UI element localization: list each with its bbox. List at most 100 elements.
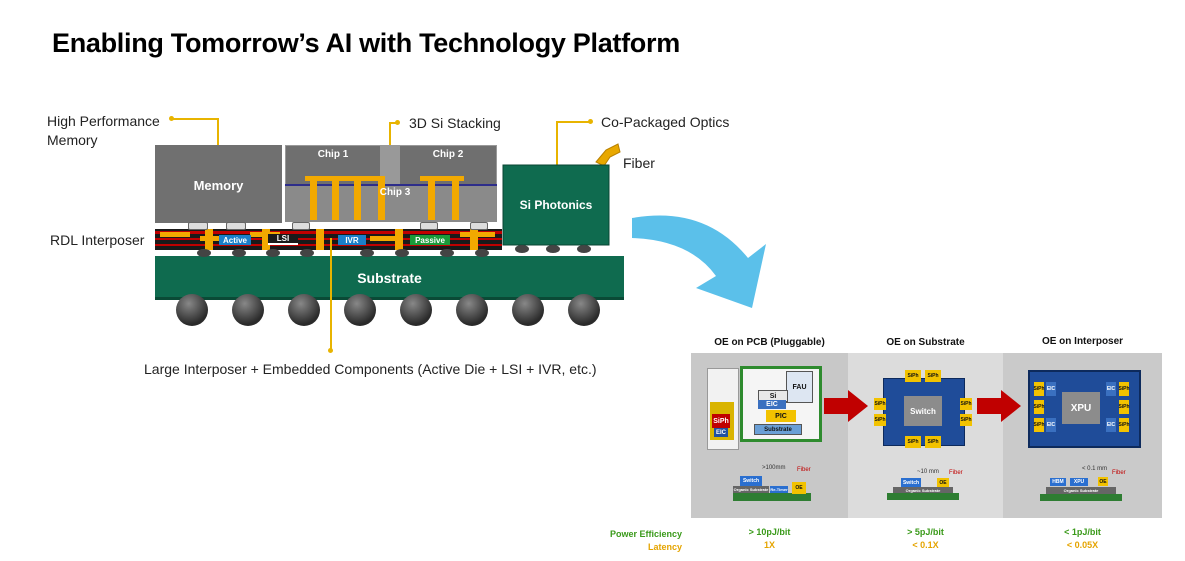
solder-ball <box>568 294 600 326</box>
solder-ball <box>512 294 544 326</box>
callout-dot-interposer <box>328 348 333 353</box>
mini-switch: Switch <box>740 476 762 486</box>
siph-module: SiPh <box>905 436 921 448</box>
micro-bump <box>292 222 310 230</box>
mini-organic-substrate: Organic Substrate <box>893 487 953 493</box>
mini-oe: OE <box>792 482 806 494</box>
chip2-pad <box>420 176 464 181</box>
mini-fiber: Fiber <box>1112 470 1126 476</box>
xpu-die: XPU <box>1062 392 1100 424</box>
c4-bump <box>232 249 246 257</box>
c4-bump <box>475 249 489 257</box>
mini-fiber: Fiber <box>949 470 963 476</box>
c4-bump <box>546 245 560 253</box>
solder-ball <box>288 294 320 326</box>
rdl-trace <box>160 232 190 237</box>
micro-bump <box>470 222 488 230</box>
c4-bump <box>300 249 314 257</box>
chip3-label: Chip 3 <box>379 186 411 198</box>
label-high-performance-memory: High Performance Memory <box>47 113 160 148</box>
eic-block: EIC <box>758 400 786 409</box>
rdl-trace <box>370 236 398 241</box>
mini-distance: ~10 mm <box>917 469 939 475</box>
siph-module: SiPh <box>874 398 886 410</box>
mini-distance: >100mm <box>762 465 786 471</box>
callout-line-interposer <box>330 238 332 351</box>
c4-bump <box>577 245 591 253</box>
panel-title-pcb: OE on PCB (Pluggable) <box>714 337 825 348</box>
label-fiber: Fiber <box>623 155 655 171</box>
callout-line-memory-v <box>217 118 219 145</box>
mini-distance: < 0.1 mm <box>1082 466 1108 472</box>
eic-die: EIC <box>1046 382 1056 396</box>
siph-die: SiPh <box>1033 418 1045 432</box>
arrow-right-icon <box>977 390 1021 422</box>
panel-title-substrate: OE on Substrate <box>886 337 965 348</box>
callout-line-stacking <box>389 122 399 124</box>
switch-die: Switch <box>904 396 942 426</box>
mini-switch: Switch <box>901 478 921 487</box>
mini-organic-substrate: Organic Substrate <box>733 486 769 493</box>
siph-module: SiPh <box>925 370 941 382</box>
c4-bump <box>197 249 211 257</box>
mini-board <box>887 493 959 500</box>
latency-interposer: < 0.05X <box>1066 540 1099 550</box>
si-photonics-label: Si Photonics <box>519 198 593 212</box>
latency-pcb: 1X <box>763 540 775 550</box>
panel-title-interposer: OE on Interposer <box>1041 336 1124 347</box>
chip1-label: Chip 1 <box>317 148 349 160</box>
siph-module: SiPh <box>905 370 921 382</box>
eic-die: EIC <box>1106 382 1116 396</box>
callout-line-stacking-v <box>389 122 391 146</box>
solder-ball <box>400 294 432 326</box>
siph-die: SiPh <box>1118 418 1130 432</box>
tsv-pillar <box>310 178 317 220</box>
chip1-pad <box>305 176 385 181</box>
solder-ball <box>176 294 208 326</box>
tsv-pillar <box>378 178 385 220</box>
mini-retimer: Re-Timer <box>770 486 788 493</box>
substrate-block: Substrate <box>754 424 802 435</box>
micro-bump <box>188 222 208 230</box>
tsv-pillar <box>428 178 435 220</box>
label-rdl-interposer: RDL Interposer <box>50 232 145 248</box>
tag-lsi: LSI <box>268 234 298 245</box>
siph-die: SiPh <box>1033 400 1045 414</box>
siph-die: SiPh <box>1118 400 1130 414</box>
tag-ivr: IVR <box>338 235 366 245</box>
tag-passive: Passive <box>410 235 450 245</box>
callout-line-cpo-v <box>556 121 558 165</box>
c4-bump <box>360 249 374 257</box>
eic-die: EIC <box>1046 418 1056 432</box>
label-interposer-caption: Large Interposer + Embedded Components (… <box>144 361 597 377</box>
metric-label-latency: Latency <box>647 542 682 552</box>
mini-oe: OE <box>937 478 949 487</box>
via <box>205 229 213 250</box>
memory-label: Memory <box>193 177 244 193</box>
siph-chip: SiPh <box>712 414 730 428</box>
callout-line-memory <box>171 118 219 120</box>
transition-arrow-icon <box>632 215 766 308</box>
siph-die: SiPh <box>1033 382 1045 396</box>
siph-module: SiPh <box>925 436 941 448</box>
mini-oe: OE <box>1098 477 1108 486</box>
via <box>470 229 478 250</box>
siph-die: SiPh <box>1118 382 1130 396</box>
label-co-packaged-optics: Co-Packaged Optics <box>601 114 730 130</box>
via <box>262 229 270 250</box>
siph-module: SiPh <box>874 414 886 426</box>
page-title: Enabling Tomorrow’s AI with Technology P… <box>52 28 680 58</box>
fau-block: FAU <box>786 371 813 403</box>
power-interposer: < 1pJ/bit <box>1064 527 1101 537</box>
power-substrate: > 5pJ/bit <box>907 527 944 537</box>
eic-die: EIC <box>1106 418 1116 432</box>
tag-active: Active <box>219 235 251 245</box>
power-pcb: > 10pJ/bit <box>748 527 791 537</box>
micro-bump <box>420 222 438 230</box>
tsv-pillar <box>354 178 361 220</box>
micro-bump <box>226 222 246 230</box>
tsv-pillar <box>332 178 339 220</box>
solder-ball <box>344 294 376 326</box>
via <box>395 229 403 250</box>
mini-board <box>1040 494 1122 501</box>
